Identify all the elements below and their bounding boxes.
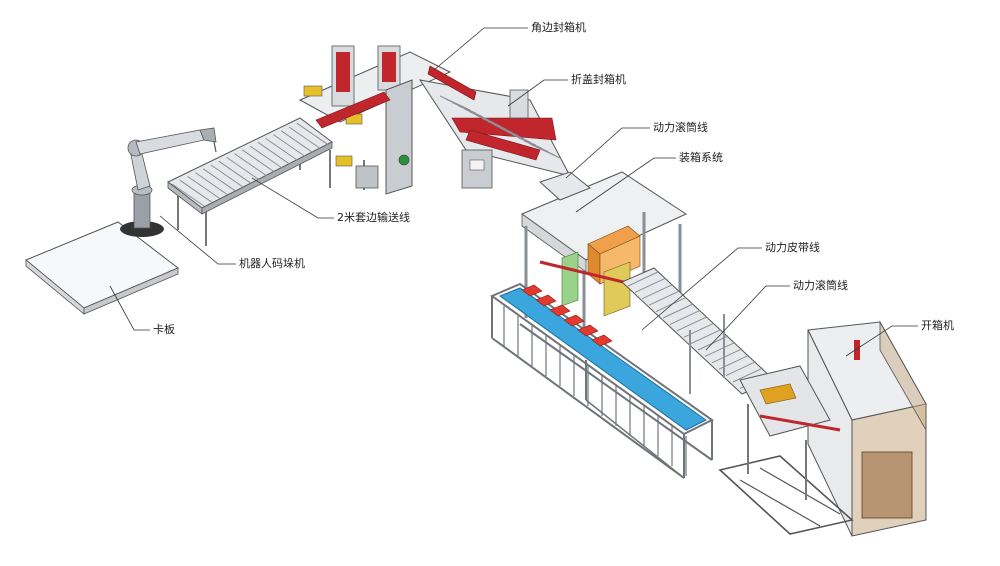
- roller: [669, 309, 701, 325]
- roller: [226, 156, 259, 180]
- pallet: [25, 221, 179, 315]
- label-belt-line: 动力皮带线: [765, 241, 820, 254]
- label-conveyor-2m: 2米套边输送线: [337, 211, 410, 224]
- label-roller-line-2: 动力滚筒线: [793, 279, 848, 292]
- roller: [241, 149, 275, 173]
- label-case-erector: 开箱机: [921, 319, 954, 332]
- leader-robot-palletizer: [159, 215, 236, 265]
- robot-palletizer: [120, 127, 217, 237]
- leader-roller-line-1: [565, 127, 650, 179]
- leader-belt-line: [641, 247, 762, 331]
- belt-line: [489, 282, 714, 479]
- leader-pallet: [109, 285, 150, 331]
- corner-sealer: [298, 45, 452, 195]
- belt-product: [563, 314, 585, 327]
- roller: [690, 329, 722, 345]
- roller: [529, 143, 561, 159]
- label-corner-sealer: 角边封箱机: [531, 21, 586, 34]
- leader-roller-line-2: [705, 285, 790, 351]
- roller: [732, 367, 764, 383]
- roller: [711, 348, 743, 364]
- conveyor-2m: [167, 117, 333, 246]
- label-pallet: 卡板: [153, 323, 175, 336]
- roller: [627, 271, 659, 287]
- belt-product: [549, 304, 571, 317]
- roller: [265, 137, 298, 161]
- roller: [171, 183, 205, 207]
- leader-lines: [109, 27, 918, 357]
- belt-product: [535, 294, 557, 307]
- roller: [257, 141, 291, 165]
- leader-packing-system: [575, 157, 676, 213]
- roller: [296, 122, 330, 146]
- roller: [249, 145, 283, 169]
- roller: [210, 164, 244, 188]
- flap-sealer: [418, 65, 571, 189]
- leader-conveyor-2m: [251, 177, 334, 219]
- roller: [648, 290, 680, 306]
- label-flap-sealer: 折盖封箱机: [571, 73, 626, 86]
- roller-line-1: [539, 171, 591, 201]
- roller: [202, 168, 236, 192]
- leader-corner-sealer: [433, 27, 528, 71]
- roller: [280, 130, 314, 154]
- case-erector: [718, 320, 927, 537]
- roller: [676, 316, 708, 332]
- roller-line-2: [621, 267, 775, 395]
- roller: [234, 153, 267, 177]
- packing-system: [520, 171, 688, 350]
- label-robot-palletizer: 机器人码垛机: [239, 257, 305, 270]
- roller: [187, 175, 220, 199]
- leader-flap-sealer: [507, 79, 568, 107]
- roller: [704, 341, 736, 357]
- roller: [662, 303, 694, 319]
- roller: [655, 297, 687, 313]
- roller: [641, 284, 673, 300]
- roller: [725, 361, 757, 377]
- belt-product: [521, 284, 543, 297]
- roller: [273, 134, 306, 158]
- label-packing-system: 装箱系统: [679, 151, 723, 164]
- belt-product: [577, 324, 599, 337]
- roller: [179, 179, 213, 203]
- belt-product: [591, 334, 613, 347]
- label-roller-line-1: 动力滚筒线: [653, 121, 708, 134]
- roller: [634, 277, 666, 293]
- leader-case-erector: [845, 325, 918, 357]
- roller: [195, 172, 228, 196]
- roller: [288, 126, 322, 150]
- roller: [218, 160, 252, 184]
